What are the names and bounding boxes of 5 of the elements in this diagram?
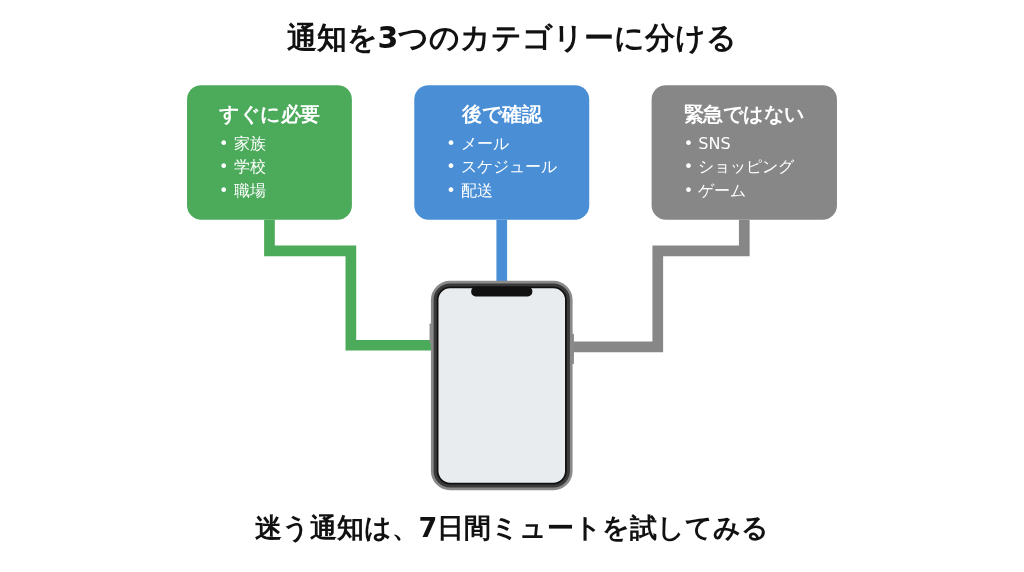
caption: 迷う通知は、7日間ミュートを試してみる (253, 511, 771, 545)
node-box: 後で確認 • メール • スケジュール • 配送 (414, 85, 590, 220)
node-box: すぐに必要 • 家族 • 学校 • 職場 (187, 85, 352, 220)
title: 通知を3つのカテゴリーに分ける (285, 19, 739, 57)
node-box: 緊急ではない • SNS • ショッピング • ゲーム (651, 85, 837, 220)
